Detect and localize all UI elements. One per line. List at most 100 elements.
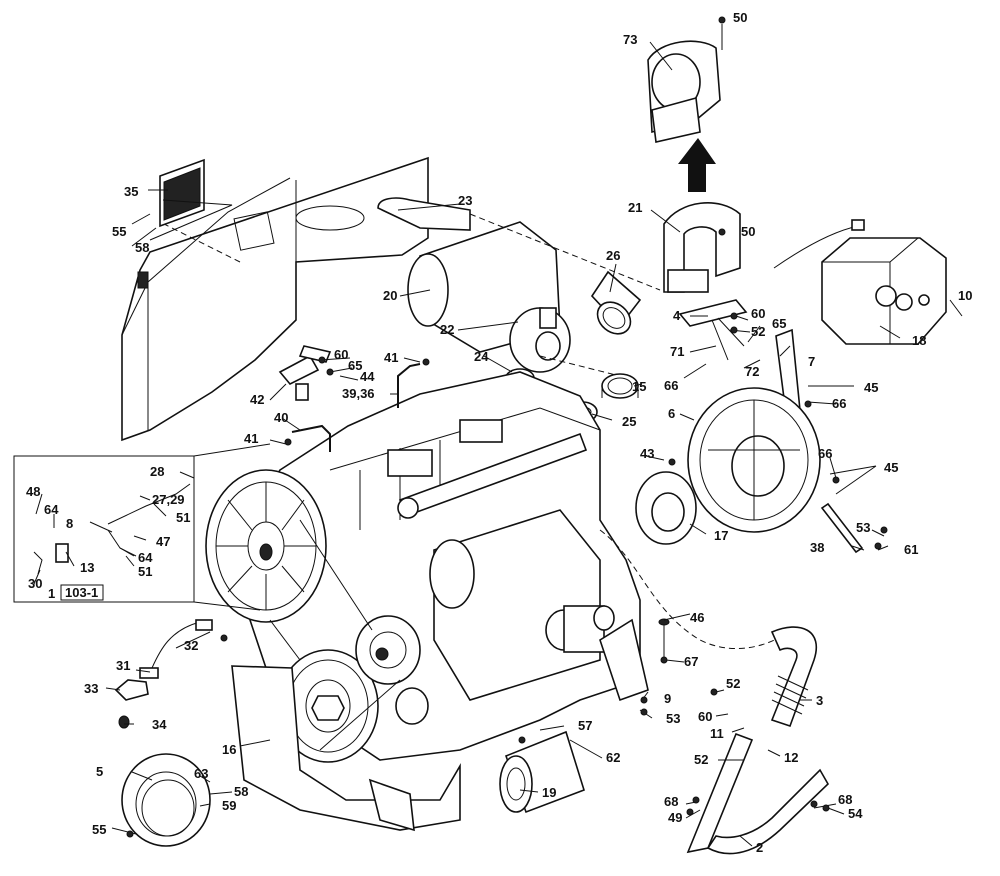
belt [269,519,401,751]
leader-lines [33,16,963,847]
pipe-19 [499,730,585,814]
label-68-a: 68 [664,794,678,809]
label-66-a: 66 [664,378,678,393]
label-66-c: 66 [818,446,832,461]
elbow-33 [114,679,149,701]
label-53-a: 53 [856,520,870,535]
label-41-top: 41 [384,350,398,365]
label-61: 61 [904,542,918,557]
label-2: 2 [756,840,763,855]
up-arrow-icon [678,138,716,192]
label-17: 17 [714,528,728,543]
fitting-31 [139,667,159,679]
label-39-36: 39,36 [342,386,375,401]
label-64-a: 64 [44,502,59,517]
label-72: 72 [745,364,759,379]
label-22: 22 [440,322,454,337]
pipe-26 [590,270,642,335]
label-58-bot: 58 [234,784,248,799]
label-6: 6 [668,406,675,421]
plate-legs [711,317,745,361]
dash-route [599,529,791,649]
label-5: 5 [96,764,103,779]
label-41-bot: 41 [244,431,258,446]
label-65-a: 65 [772,316,786,331]
label-54: 54 [848,806,863,821]
bracket-38 [820,502,864,554]
seal-17 [635,471,697,545]
label-48: 48 [26,484,40,499]
label-4: 4 [673,308,681,323]
shroud-panel [121,156,429,442]
label-33: 33 [84,681,98,696]
label-30: 30 [28,576,42,591]
label-57: 57 [578,718,592,733]
label-63: 63 [194,766,208,781]
bracket-21 [663,202,741,293]
label-46: 46 [690,610,704,625]
label-7: 7 [808,354,815,369]
label-47: 47 [156,534,170,549]
label-60-b: 60 [334,347,348,362]
label-68-b: 68 [838,792,852,807]
label-12: 12 [784,750,798,765]
engine-mount-front [368,778,415,832]
alternator [355,615,429,725]
pipe-39-36 [397,363,421,408]
label-27-29: 27,29 [152,492,185,507]
label-28: 28 [150,464,164,479]
line-31 [151,621,201,669]
spring-30 [33,551,43,575]
flywheel-housing-6 [687,387,821,533]
label-20: 20 [383,288,397,303]
label-50-top: 50 [733,10,747,25]
label-50-mid: 50 [741,224,755,239]
part-labels: 73 50 35 23 21 55 50 58 26 20 10 4 60 52… [26,10,972,855]
label-64-b: 64 [138,550,153,565]
label-38: 38 [810,540,824,555]
label-52-a: 52 [751,324,765,339]
label-65-b: 65 [348,358,362,373]
label-8: 8 [66,516,73,531]
pipe-40 [291,424,331,452]
pipe-2 [686,732,754,854]
cover-16 [231,665,461,831]
label-60-a: 60 [751,306,765,321]
label-15: 15 [632,379,646,394]
air-filter-18 [773,219,947,345]
label-32: 32 [184,638,198,653]
label-55-top: 55 [112,224,126,239]
label-1: 1 [48,586,55,601]
grille-35 [149,158,233,241]
fitting-42 [278,345,332,401]
pipe-2-bend [706,768,830,855]
label-52-c: 52 [694,752,708,767]
ref-box-103-1 [60,584,104,601]
label-21: 21 [628,200,642,215]
label-11: 11 [710,726,724,741]
label-35: 35 [124,184,138,199]
nut-34 [118,715,130,729]
label-24: 24 [474,349,489,364]
label-52-b: 52 [726,676,740,691]
cooling-fan [205,469,327,623]
label-53-b: 53 [666,711,680,726]
label-43: 43 [640,446,654,461]
label-66-b: 66 [832,396,846,411]
label-45-mid: 45 [884,460,898,475]
label-62: 62 [606,750,620,765]
label-18: 18 [912,333,926,348]
label-55-bot: 55 [92,822,106,837]
fitting-32 [195,619,213,631]
label-42: 42 [250,392,264,407]
label-19: 19 [542,785,556,800]
label-9: 9 [664,691,671,706]
label-44: 44 [360,369,375,384]
starter [545,605,615,653]
label-34: 34 [152,717,167,732]
label-51-a: 51 [176,510,190,525]
label-73: 73 [623,32,637,47]
label-13: 13 [80,560,94,575]
